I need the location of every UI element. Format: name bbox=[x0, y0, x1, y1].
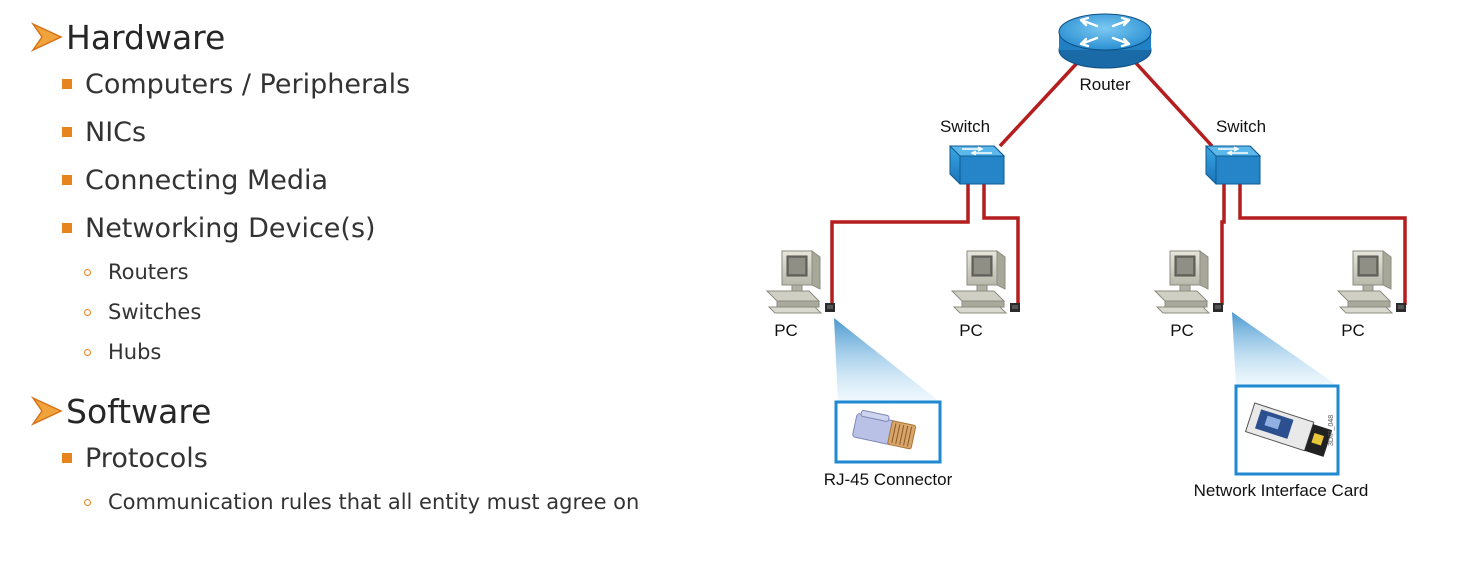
sub-list-item: Communication rules that all entity must… bbox=[30, 482, 720, 522]
list-item: Protocols bbox=[30, 434, 720, 482]
heading-software-text: Software bbox=[66, 391, 212, 431]
router-label: Router bbox=[1079, 75, 1130, 94]
pc-label: PC bbox=[1341, 321, 1365, 340]
pc-icon bbox=[766, 250, 836, 314]
rj45-callout-beam bbox=[834, 318, 940, 402]
square-bullet-icon bbox=[62, 223, 72, 233]
arrow-bullet-icon bbox=[30, 396, 63, 426]
rj45-connector-label: RJ-45 Connector bbox=[824, 470, 953, 489]
ring-bullet-icon bbox=[84, 268, 91, 276]
list-item: Connecting Media bbox=[30, 156, 720, 204]
ring-bullet-icon bbox=[84, 498, 91, 506]
pc-label: PC bbox=[774, 321, 798, 340]
ring-bullet-icon bbox=[84, 308, 91, 316]
network-diagram: Router Switch Switch PC PC PC PC RJ-45 C… bbox=[766, 13, 1407, 500]
outline: Hardware Computers / Peripherals NICs Co… bbox=[30, 14, 720, 522]
switch-icon bbox=[1205, 145, 1261, 185]
pc-icon bbox=[951, 250, 1021, 314]
square-bullet-icon bbox=[62, 453, 72, 463]
list-item: NICs bbox=[30, 108, 720, 156]
heading-hardware: Hardware bbox=[30, 14, 720, 60]
nic-callout-beam bbox=[1232, 312, 1338, 386]
pc-icon bbox=[1337, 250, 1407, 314]
heading-hardware-text: Hardware bbox=[66, 17, 226, 57]
nic-image-tag: 3DIP_048 bbox=[1328, 415, 1335, 446]
square-bullet-icon bbox=[62, 175, 72, 185]
switch-label: Switch bbox=[940, 117, 990, 136]
switch-icon bbox=[949, 145, 1005, 185]
sub-list-item: Hubs bbox=[30, 332, 720, 372]
pc-icon bbox=[1154, 250, 1224, 314]
sub-list-item: Switches bbox=[30, 292, 720, 332]
network-interface-card-image: 3DIP_048 bbox=[1234, 384, 1340, 476]
square-bullet-icon bbox=[62, 127, 72, 137]
square-bullet-icon bbox=[62, 79, 72, 89]
heading-software: Software bbox=[30, 388, 720, 434]
list-item: Networking Device(s) bbox=[30, 204, 720, 252]
router-icon bbox=[1058, 13, 1152, 69]
ring-bullet-icon bbox=[84, 348, 91, 356]
list-item: Computers / Peripherals bbox=[30, 60, 720, 108]
network-interface-card-label: Network Interface Card bbox=[1194, 481, 1369, 500]
pc-label: PC bbox=[1170, 321, 1194, 340]
cables bbox=[830, 60, 1407, 305]
sub-list-item: Routers bbox=[30, 252, 720, 292]
switch-label: Switch bbox=[1216, 117, 1266, 136]
rj45-connector-image bbox=[834, 400, 942, 464]
arrow-bullet-icon bbox=[30, 22, 63, 52]
pc-label: PC bbox=[959, 321, 983, 340]
